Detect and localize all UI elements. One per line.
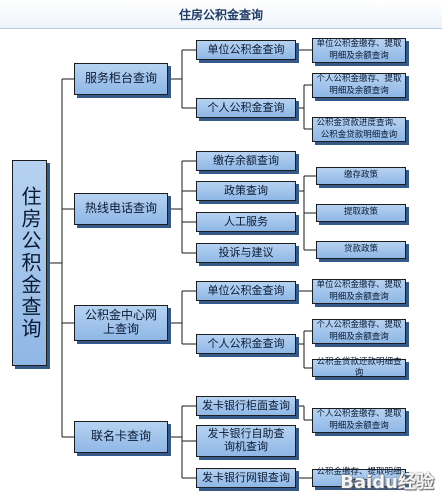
- watermark-logo: Baidu经验: [340, 472, 434, 493]
- detail-withdraw-policy: 提取政策: [316, 204, 406, 222]
- page-title: 住房公积金查询: [178, 8, 263, 22]
- root-node: 住房公积金查询: [12, 160, 47, 366]
- detail-online-personal: 个人公积金缴存、提取明细及余额查询: [312, 319, 406, 344]
- node-hotline-complaint: 投诉与建议: [196, 243, 296, 263]
- node-counter-unit-query: 单位公积金查询: [196, 40, 296, 60]
- detail-counter-unit: 单位公积金缴存、提取明细及余额查询: [312, 38, 406, 63]
- node-bank-selfservice-query: 发卡银行自助查询机查询: [196, 425, 296, 457]
- detail-online-loan-repay: 公积金贷款还款明细查询: [312, 357, 406, 378]
- detail-counter-personal: 个人公积金缴存、提取明细及余额查询: [312, 73, 406, 98]
- node-counter-personal-query: 个人公积金查询: [196, 98, 296, 118]
- node-bank-counter-query: 发卡银行柜面查询: [196, 396, 296, 416]
- node-hotline-balance-query: 缴存余额查询: [196, 151, 296, 171]
- node-online-personal-query: 个人公积金查询: [196, 334, 296, 354]
- node-online-unit-query: 单位公积金查询: [196, 281, 296, 301]
- node-hotline-manual-service: 人工服务: [196, 212, 296, 232]
- detail-counter-loan: 公积金贷款进度查询、公积金贷款明细查询: [312, 117, 406, 142]
- detail-loan-policy: 贷款政策: [316, 241, 406, 259]
- category-hotline-query: 热线电话查询: [74, 193, 168, 225]
- detail-bank-online: 公积金缴存、提取明细查询: [312, 467, 406, 488]
- detail-online-unit: 单位公积金缴存、提取明细及余额查询: [312, 279, 406, 304]
- title-bar: 住房公积金查询: [0, 0, 442, 29]
- detail-bank-counter: 个人公积金缴存、提取明细及余额查询: [312, 408, 406, 433]
- category-counter-query: 服务柜台查询: [74, 63, 168, 95]
- node-bank-online-query: 发卡银行网银查询: [196, 468, 296, 488]
- node-hotline-policy-query: 政策查询: [196, 181, 296, 201]
- category-cobrand-card-query: 联名卡查询: [74, 421, 168, 453]
- category-online-query: 公积金中心网上查询: [74, 305, 168, 341]
- detail-deposit-policy: 缴存政策: [316, 167, 406, 185]
